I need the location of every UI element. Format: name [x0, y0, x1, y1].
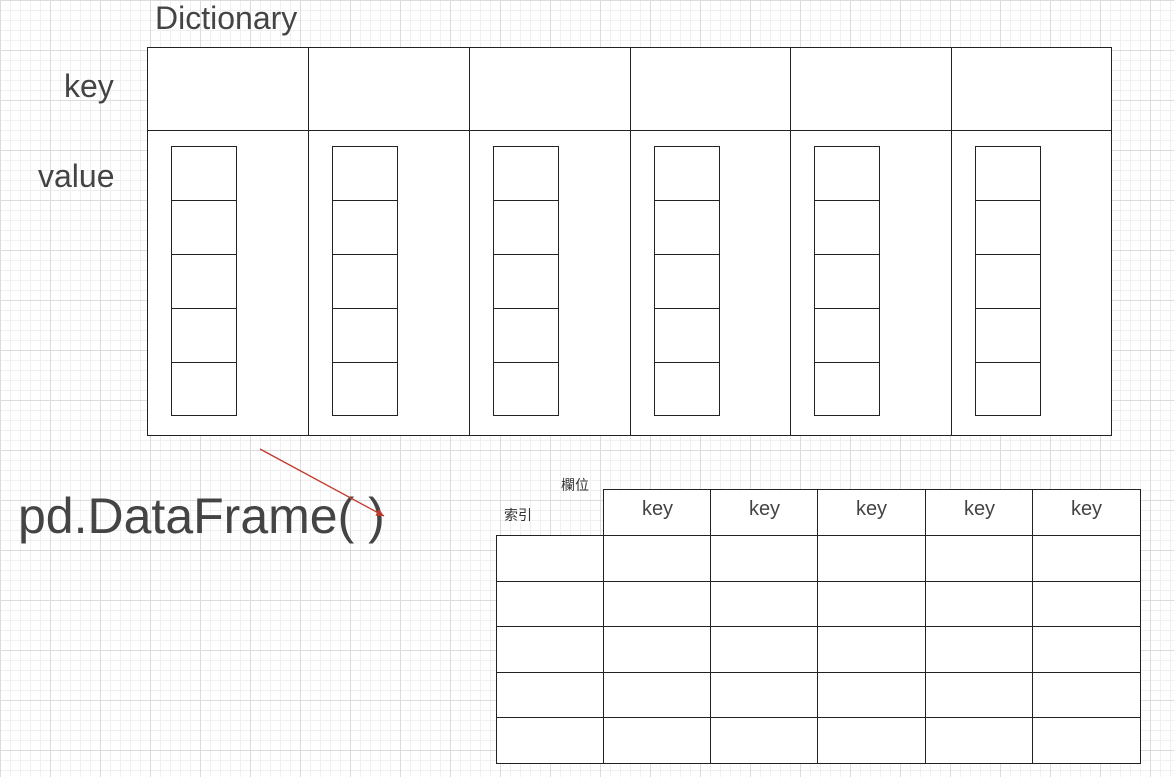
dictionary-value-cell	[654, 200, 720, 255]
dictionary-value-cell	[493, 308, 559, 363]
dataframe-index-label: 索引	[504, 508, 532, 524]
dataframe-data-cell	[1032, 626, 1141, 673]
dataframe-data-cell	[710, 672, 819, 719]
dataframe-data-cell	[1032, 717, 1141, 764]
arrow-line	[259, 448, 385, 517]
dataframe-column-header: key	[1032, 489, 1141, 537]
dataframe-columns-label: 欄位	[561, 478, 589, 494]
dictionary-value-cell	[654, 254, 720, 309]
dataframe-data-cell	[603, 535, 712, 582]
dataframe-index-cell	[496, 581, 605, 628]
dataframe-index-cell	[496, 717, 605, 764]
dataframe-index-cell	[496, 672, 605, 719]
dataframe-data-cell	[925, 581, 1034, 628]
dictionary-column-divider	[308, 47, 309, 436]
dictionary-value-cell	[975, 146, 1041, 201]
dictionary-value-cell	[654, 362, 720, 416]
dictionary-value-cell	[814, 308, 880, 363]
dictionary-column-divider	[951, 47, 952, 436]
dictionary-value-label: value	[38, 158, 115, 194]
dictionary-value-cell	[171, 362, 237, 416]
dataframe-data-cell	[925, 535, 1034, 582]
dictionary-title: Dictionary	[155, 0, 298, 36]
dataframe-data-cell	[1032, 535, 1141, 582]
dictionary-value-cell	[171, 308, 237, 363]
dataframe-column-header: key	[710, 489, 819, 537]
dataframe-data-cell	[925, 626, 1034, 673]
dataframe-column-header: key	[603, 489, 712, 537]
dataframe-data-cell	[710, 717, 819, 764]
dataframe-column-header: key	[925, 489, 1034, 537]
dictionary-column-divider	[630, 47, 631, 436]
dataframe-data-cell	[603, 717, 712, 764]
dataframe-data-cell	[603, 581, 712, 628]
dictionary-value-cell	[493, 200, 559, 255]
dictionary-key-divider	[147, 130, 1112, 131]
dictionary-value-cell	[171, 146, 237, 201]
dataframe-data-cell	[925, 672, 1034, 719]
dataframe-data-cell	[710, 535, 819, 582]
dictionary-value-cell	[814, 200, 880, 255]
dataframe-data-cell	[603, 626, 712, 673]
dictionary-column-divider	[790, 47, 791, 436]
dictionary-value-cell	[975, 362, 1041, 416]
dataframe-data-cell	[1032, 672, 1141, 719]
dictionary-value-cell	[975, 200, 1041, 255]
dataframe-data-cell	[925, 717, 1034, 764]
dataframe-data-cell	[817, 672, 926, 719]
dataframe-data-cell	[817, 626, 926, 673]
dataframe-data-cell	[817, 535, 926, 582]
dataframe-data-cell	[710, 626, 819, 673]
dictionary-value-cell	[171, 254, 237, 309]
dictionary-value-cell	[814, 146, 880, 201]
dictionary-value-cell	[332, 362, 398, 416]
dataframe-data-cell	[710, 581, 819, 628]
dataframe-data-cell	[817, 581, 926, 628]
dictionary-value-cell	[493, 146, 559, 201]
dataframe-data-cell	[603, 672, 712, 719]
dataframe-data-cell	[817, 717, 926, 764]
dataframe-index-cell	[496, 535, 605, 582]
dictionary-value-cell	[814, 362, 880, 416]
dictionary-value-cell	[975, 254, 1041, 309]
dataframe-data-cell	[1032, 581, 1141, 628]
dictionary-value-cell	[493, 362, 559, 416]
dictionary-key-label: key	[64, 68, 114, 104]
dictionary-value-cell	[654, 308, 720, 363]
dataframe-column-header: key	[817, 489, 926, 537]
dictionary-column-divider	[469, 47, 470, 436]
dictionary-value-cell	[171, 200, 237, 255]
dataframe-index-cell	[496, 626, 605, 673]
dataframe-call-text: pd.DataFrame( )	[18, 488, 385, 544]
